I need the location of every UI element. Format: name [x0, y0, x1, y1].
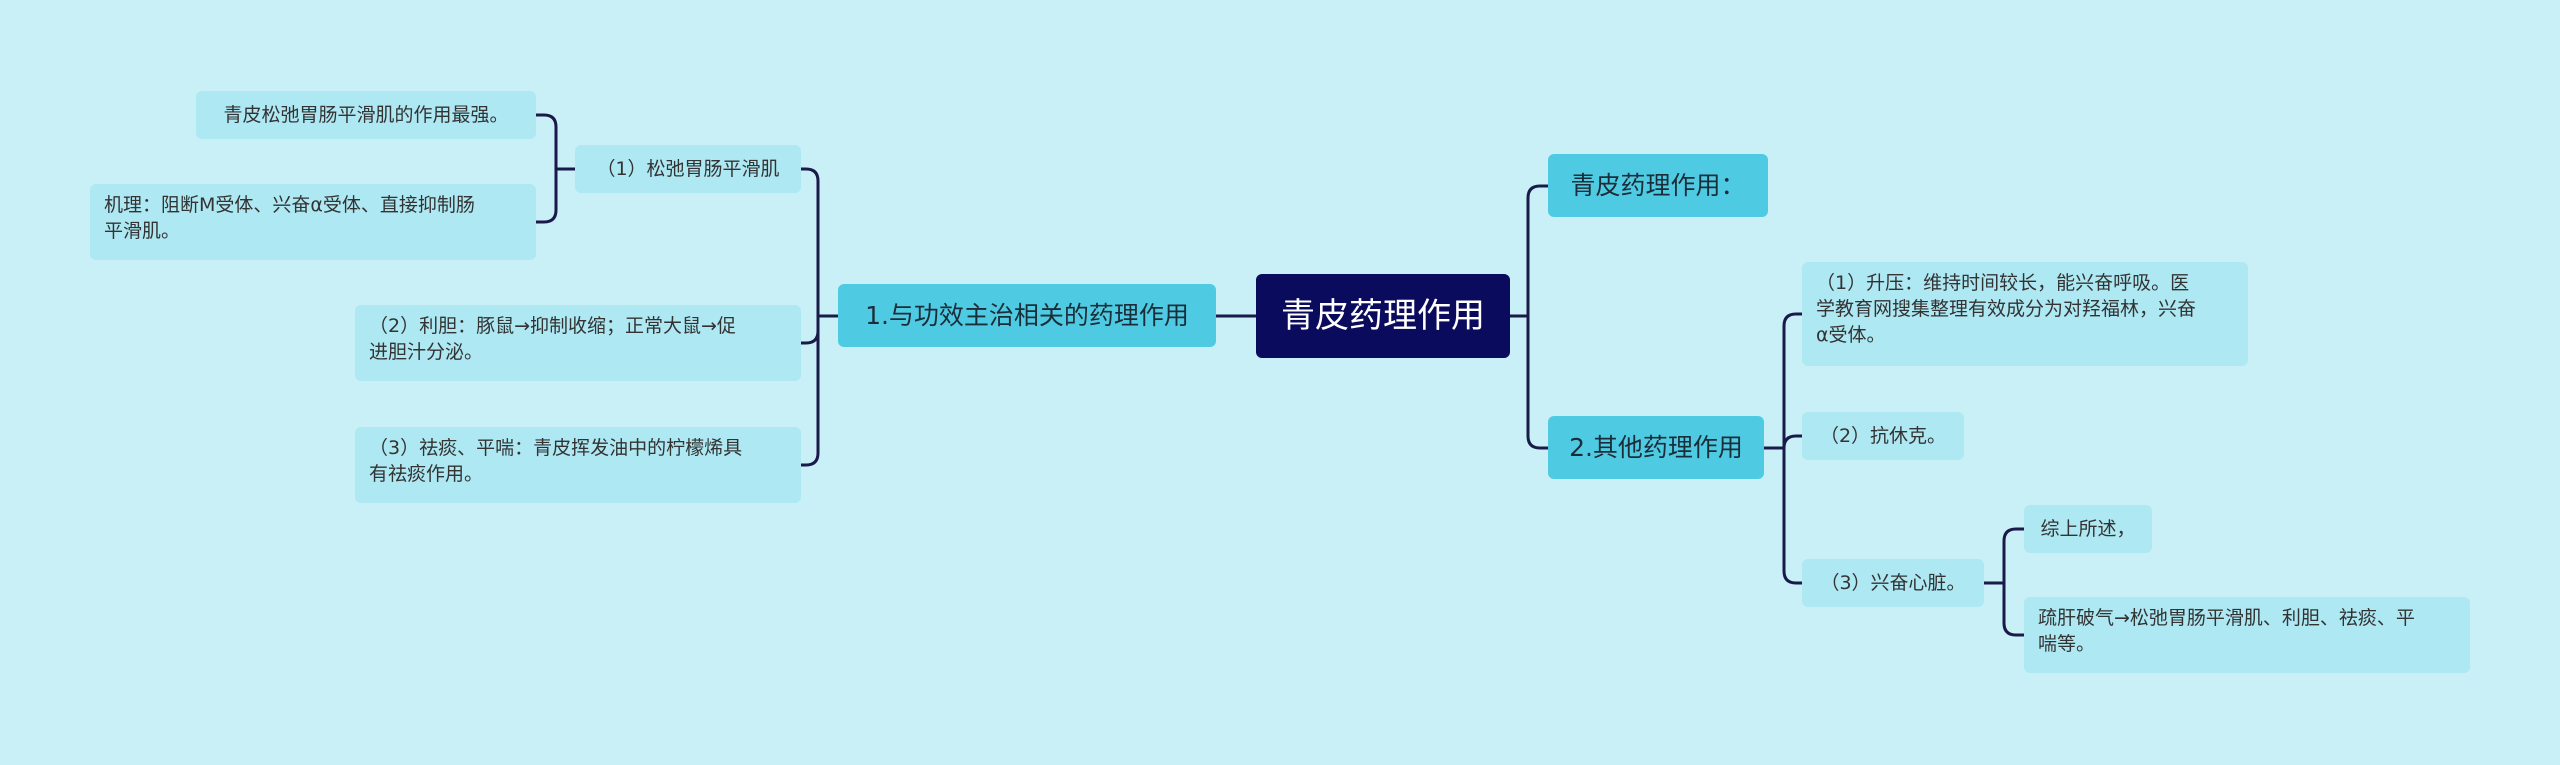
branch-other-pharmacology[interactable]: 2.其他药理作用 — [1548, 416, 1764, 479]
root-topic[interactable]: 青皮药理作用 — [1256, 274, 1510, 358]
branch-pharmacology-related[interactable]: 1.与功效主治相关的药理作用 — [838, 284, 1216, 347]
note-strongest-effect[interactable]: 青皮松弛胃肠平滑肌的作用最强。 — [196, 91, 536, 139]
bracket-root-right-link-1 — [1526, 314, 1550, 450]
topic-anti-shock[interactable]: （2）抗休克。 — [1802, 412, 1964, 460]
topic-choleretic[interactable]: （2）利胆：豚鼠→抑制收缩；正常大鼠→促 进胆汁分泌。 — [355, 305, 801, 381]
note-conclusion[interactable]: 疏肝破气→松弛胃肠平滑肌、利胆、祛痰、平 喘等。 — [2024, 597, 2470, 673]
bracket-left-items-link-1 — [799, 314, 820, 345]
bracket-root-right-link-0 — [1526, 184, 1550, 318]
topic-relax-smooth-muscle[interactable]: （1）松弛胃肠平滑肌 — [575, 145, 801, 193]
bracket-left-items-link-0 — [799, 167, 820, 318]
bracket-right-items-link-0 — [1782, 312, 1804, 450]
bracket-left-children-link-1 — [534, 167, 558, 224]
note-in-summary[interactable]: 综上所述， — [2024, 505, 2152, 553]
bracket-left-children-link-0 — [534, 113, 558, 171]
note-mechanism[interactable]: 机理：阻断M受体、兴奋α受体、直接抑制肠 平滑肌。 — [90, 184, 536, 260]
bracket-right-items-link-1 — [1782, 434, 1804, 450]
topic-expectorant[interactable]: （3）祛痰、平喘：青皮挥发油中的柠檬烯具 有祛痰作用。 — [355, 427, 801, 503]
topic-pressor[interactable]: （1）升压：维持时间较长，能兴奋呼吸。医 学教育网搜集整理有效成分为对羟福林，兴… — [1802, 262, 2248, 366]
bracket-right-children-link-0 — [2002, 527, 2026, 585]
bracket-right-items-link-2 — [1782, 446, 1804, 585]
bracket-left-items-link-2 — [799, 314, 820, 467]
topic-cardiac-stimulation[interactable]: （3）兴奋心脏。 — [1802, 559, 1984, 607]
bracket-right-children-link-1 — [2002, 581, 2026, 637]
branch-pharmacology-heading[interactable]: 青皮药理作用： — [1548, 154, 1768, 217]
